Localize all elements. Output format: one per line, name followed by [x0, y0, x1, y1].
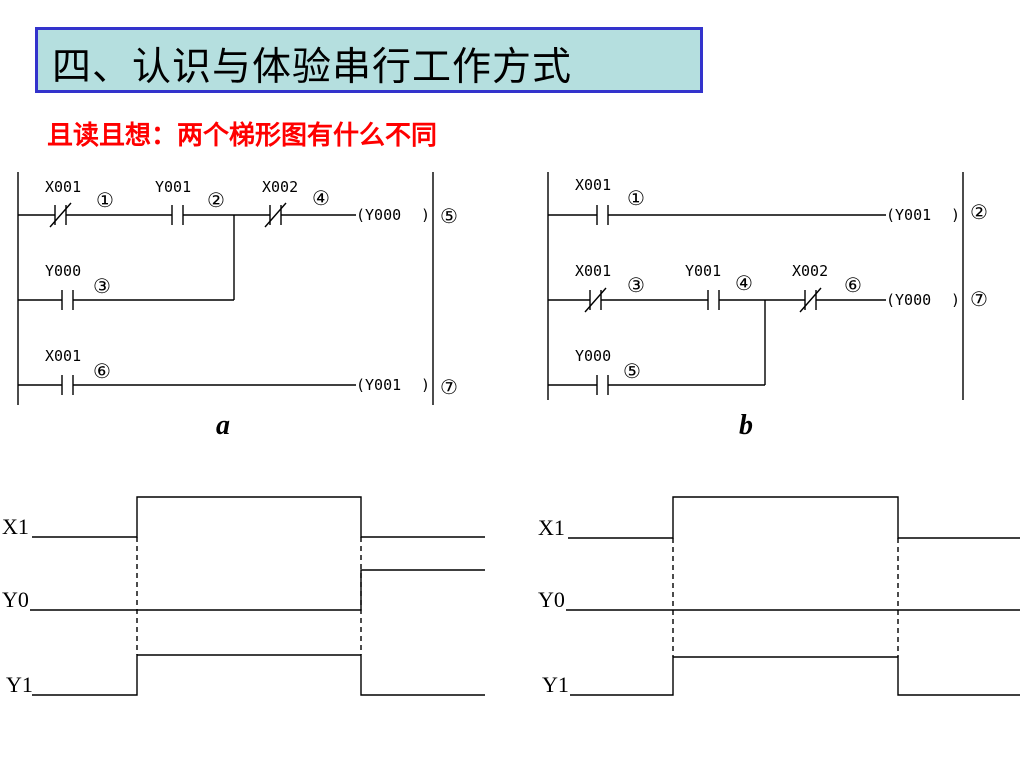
waveform-y1-a	[32, 654, 485, 696]
coil-bracket: )	[951, 206, 960, 224]
step-number: ⑥	[93, 359, 111, 383]
step-number: ①	[627, 186, 645, 210]
coil-label: (Y001	[886, 206, 931, 224]
coil-label: (Y001	[356, 376, 401, 394]
contact-label: X001	[575, 262, 611, 280]
signal-label-y0-a: Y0	[2, 587, 29, 612]
step-number: ⑥	[844, 273, 862, 297]
coil-label: (Y000	[356, 206, 401, 224]
signal-label-y1-b: Y1	[542, 672, 569, 697]
waveform-x1-a	[32, 496, 485, 538]
step-number: ⑦	[440, 375, 458, 399]
step-number: ④	[312, 186, 330, 210]
diagram-caption-a: a	[216, 410, 230, 441]
waveform-y1-b	[570, 656, 1020, 696]
step-number: ③	[93, 274, 111, 298]
contact-label: Y001	[685, 262, 721, 280]
diagram-caption-b: b	[739, 410, 753, 441]
contact-label: Y000	[575, 347, 611, 365]
signal-label-x1-b: X1	[538, 515, 565, 540]
ladder-diagram-a	[17, 172, 434, 405]
step-number: ①	[96, 188, 114, 212]
timing-diagram-b	[566, 496, 1020, 696]
coil-bracket: )	[951, 291, 960, 309]
contact-label: X001	[45, 347, 81, 365]
contact-label: Y001	[155, 178, 191, 196]
contact-label: X002	[792, 262, 828, 280]
signal-label-x1-a: X1	[2, 514, 29, 539]
step-number: ②	[970, 200, 988, 224]
contact-label: X002	[262, 178, 298, 196]
signal-label-y1-a: Y1	[6, 672, 33, 697]
signal-label-y0-b: Y0	[538, 587, 565, 612]
title-box: 四、认识与体验串行工作方式	[35, 27, 703, 93]
step-number: ⑦	[970, 287, 988, 311]
waveform-x1-b	[568, 496, 1020, 539]
contact-label: X001	[45, 178, 81, 196]
step-number: ③	[627, 273, 645, 297]
contact-label: Y000	[45, 262, 81, 280]
waveform-y0-a	[30, 569, 485, 611]
ladder-diagram-b	[547, 172, 964, 400]
coil-label: (Y000	[886, 291, 931, 309]
step-number: ⑤	[623, 359, 641, 383]
step-number: ④	[735, 271, 753, 295]
coil-bracket: )	[421, 376, 430, 394]
coil-bracket: )	[421, 206, 430, 224]
page-title: 四、认识与体验串行工作方式	[52, 45, 573, 90]
timing-diagram-a	[30, 496, 485, 696]
contact-label: X001	[575, 176, 611, 194]
page-subtitle: 且读且想：两个梯形图有什么不同	[47, 121, 438, 151]
step-number: ②	[207, 188, 225, 212]
step-number: ⑤	[440, 204, 458, 228]
